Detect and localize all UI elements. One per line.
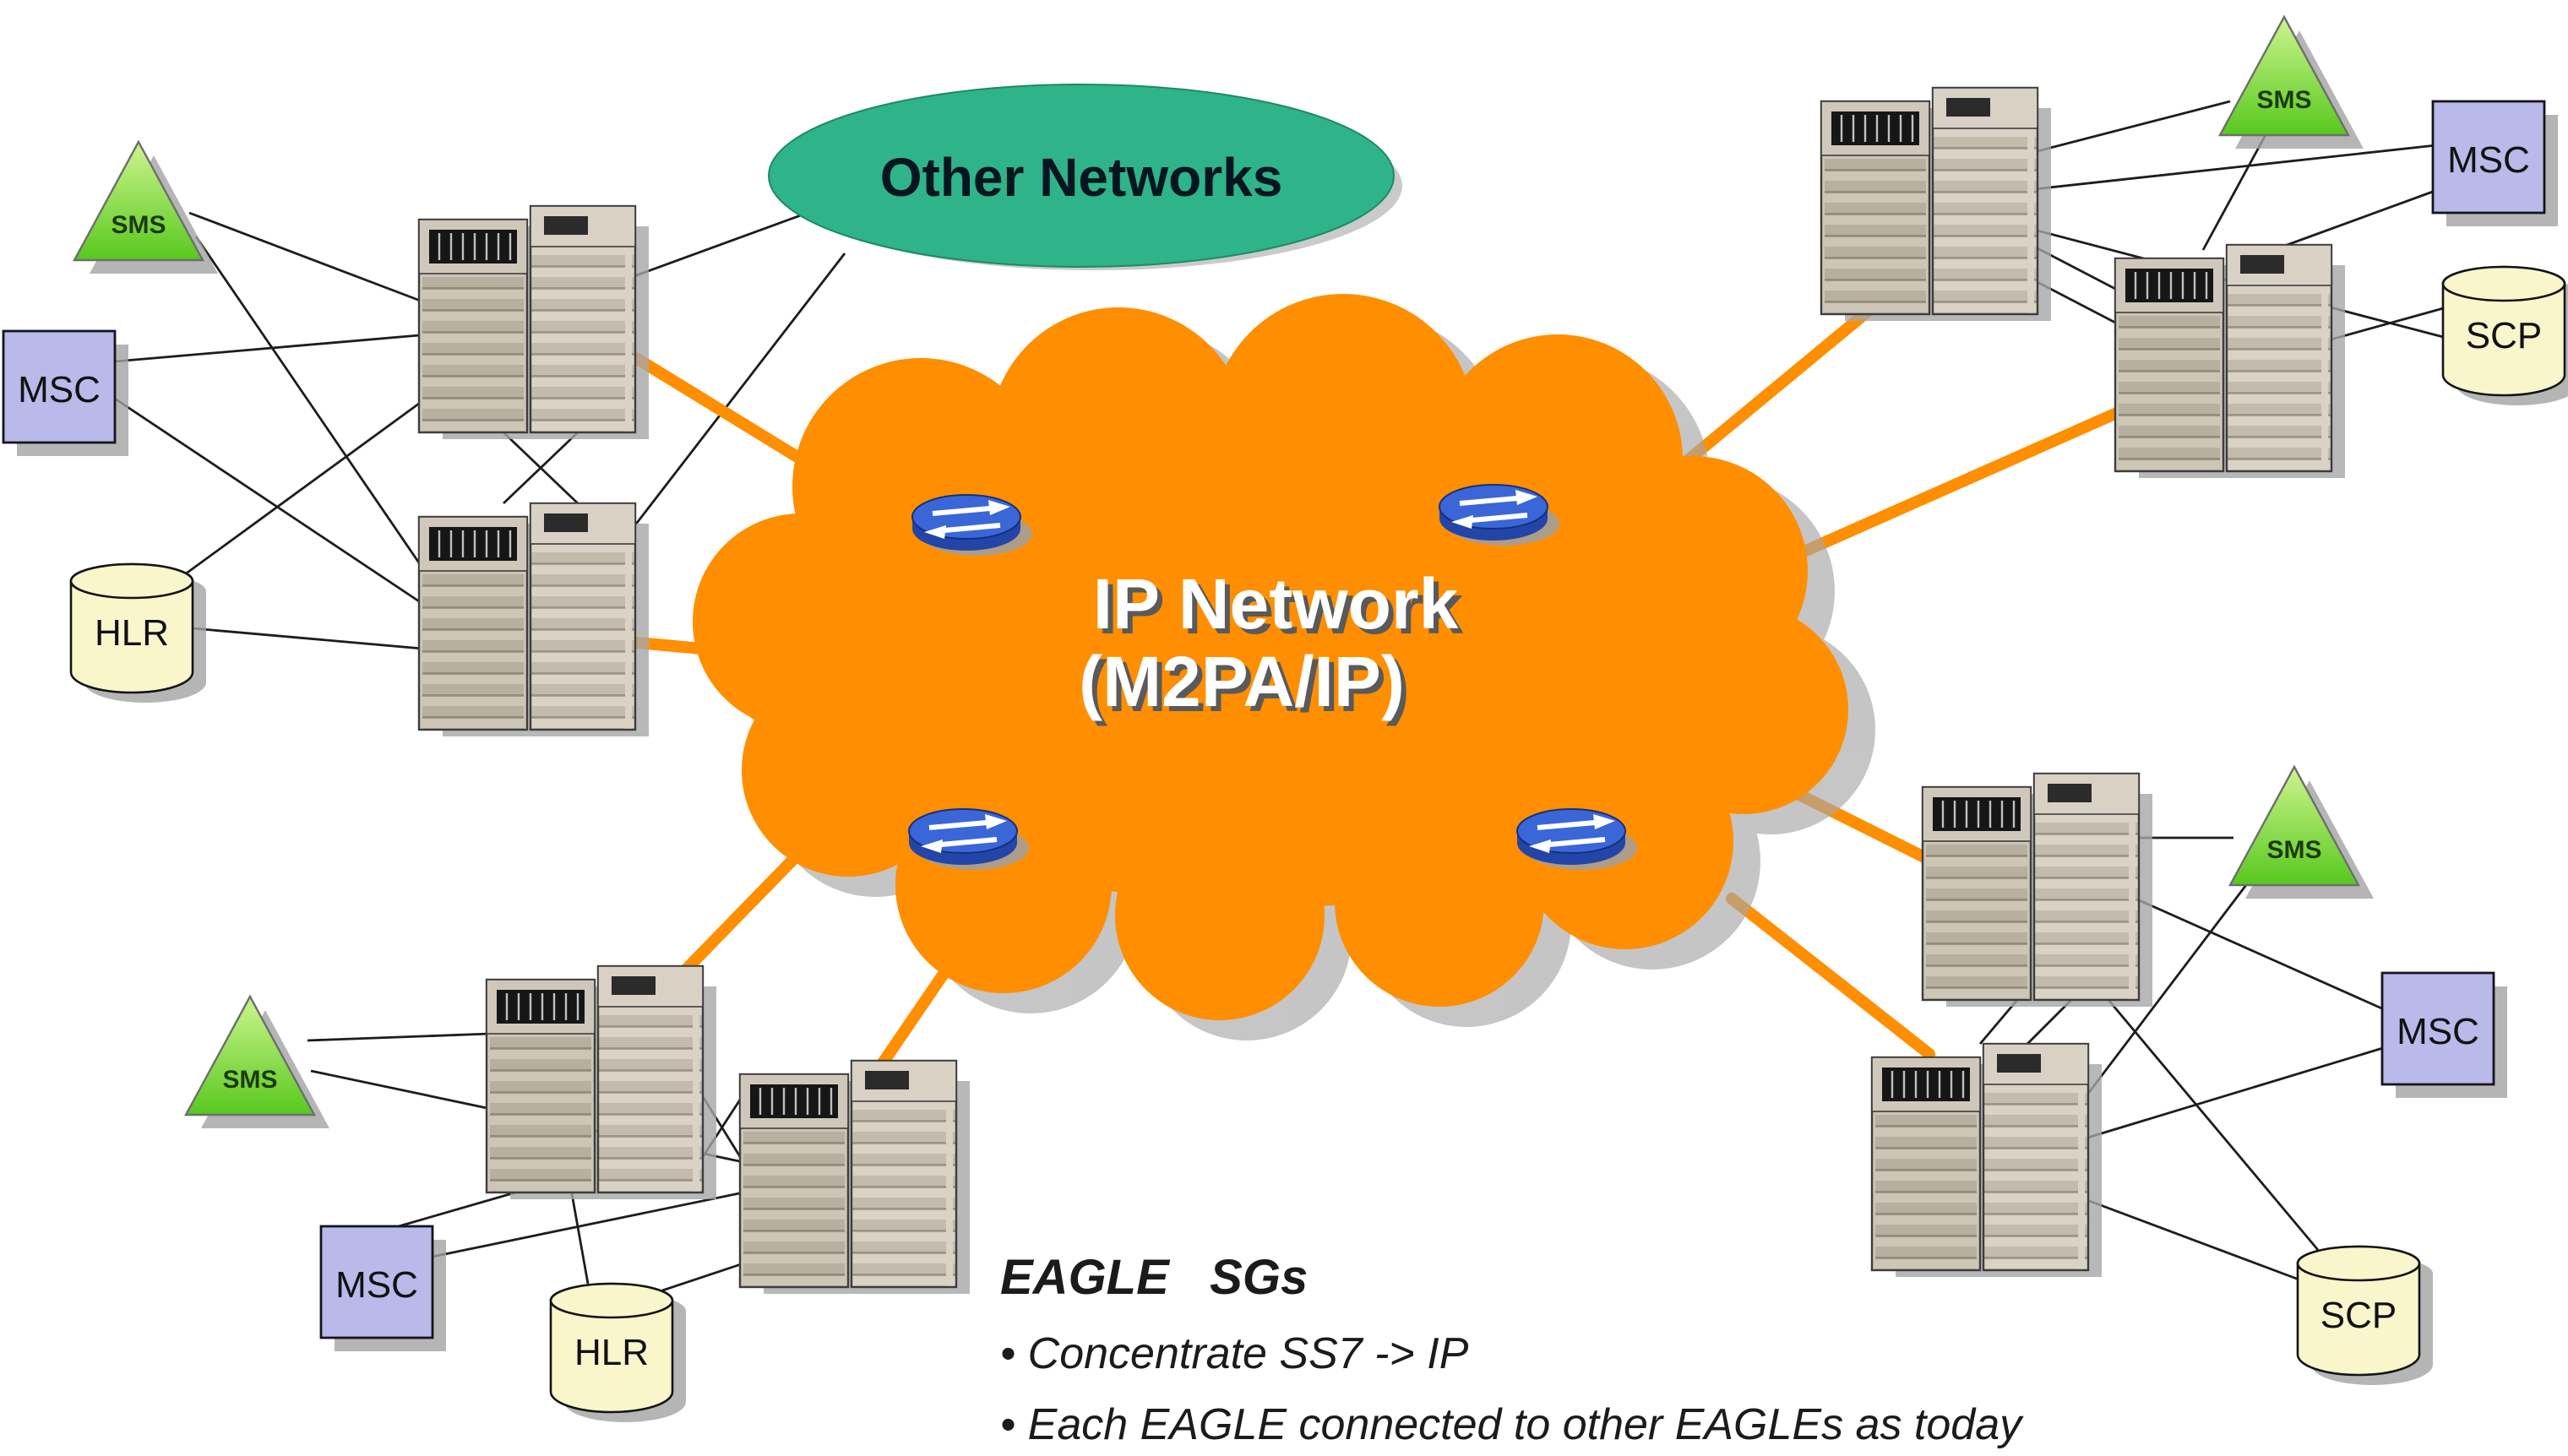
hlr-label: HLR	[574, 1332, 649, 1373]
ip-network-sublabel-shadow: (M2PA/IP)	[1084, 647, 1410, 726]
other-networks-label: Other Networks	[880, 147, 1283, 208]
sms-label: SMS	[222, 1066, 277, 1094]
scp-label: SCP	[2466, 315, 2542, 356]
other-networks-ellipse	[768, 84, 1395, 268]
eagle-sg-rack-7	[1921, 772, 2154, 1008]
sms-label: SMS	[2256, 86, 2311, 114]
msc-node-top-right: MSC	[2431, 100, 2560, 228]
msc-label: MSC	[335, 1264, 418, 1306]
eagle-sg-rack-6	[738, 1059, 971, 1296]
sms-node-top-left: SMS	[73, 140, 220, 275]
caption-bullet-2: • Each EAGLE connected to other EAGLEs a…	[1000, 1400, 2024, 1449]
msc-node-bottom-left: MSC	[319, 1225, 448, 1353]
msc-label: MSC	[18, 369, 101, 410]
eagle-sg-rack-5	[485, 964, 718, 1201]
msc-label: MSC	[2447, 139, 2530, 181]
caption-title: EAGLE SGs	[1000, 1250, 1308, 1305]
eagle-sg-rack-1	[417, 204, 650, 441]
sms-triangle-icon	[2228, 765, 2375, 900]
hlr-label: HLR	[95, 612, 169, 654]
sms-triangle-icon	[2218, 15, 2365, 150]
eagle-sg-rack-8	[1870, 1042, 2103, 1279]
eagle-sg-rack-2	[417, 502, 650, 738]
msc-node-left: MSC	[2, 329, 130, 458]
scp-node-bottom-right: SCP	[2296, 1245, 2435, 1387]
sms-label: SMS	[2266, 836, 2321, 864]
scp-label: SCP	[2320, 1295, 2397, 1336]
sms-node-bottom-right: SMS	[2228, 765, 2375, 900]
sms-label: SMS	[111, 211, 166, 239]
eagle-sg-rack-3	[1820, 86, 2053, 323]
sms-triangle-icon	[184, 995, 331, 1130]
hlr-node-left: HLR	[69, 562, 208, 704]
ip-network-label-shadow: IP Network	[1098, 569, 1464, 649]
msc-label: MSC	[2397, 1011, 2479, 1052]
sms-triangle-icon	[73, 140, 220, 275]
eagle-sg-rack-4	[2114, 243, 2347, 480]
ss7-link-lines	[114, 100, 2447, 1292]
ip-network-sublabel: (M2PA/IP)	[1079, 642, 1405, 721]
msc-node-bottom-right: MSC	[2380, 971, 2509, 1100]
hlr-node-bottom: HLR	[549, 1282, 688, 1424]
caption-bullet-1: • Concentrate SS7 -> IP	[1000, 1329, 1469, 1378]
sms-node-bottom-left: SMS	[184, 995, 331, 1130]
sms-node-top-right: SMS	[2218, 15, 2365, 150]
scp-node-top-right: SCP	[2441, 265, 2568, 407]
ip-network-label: IP Network	[1093, 564, 1459, 644]
